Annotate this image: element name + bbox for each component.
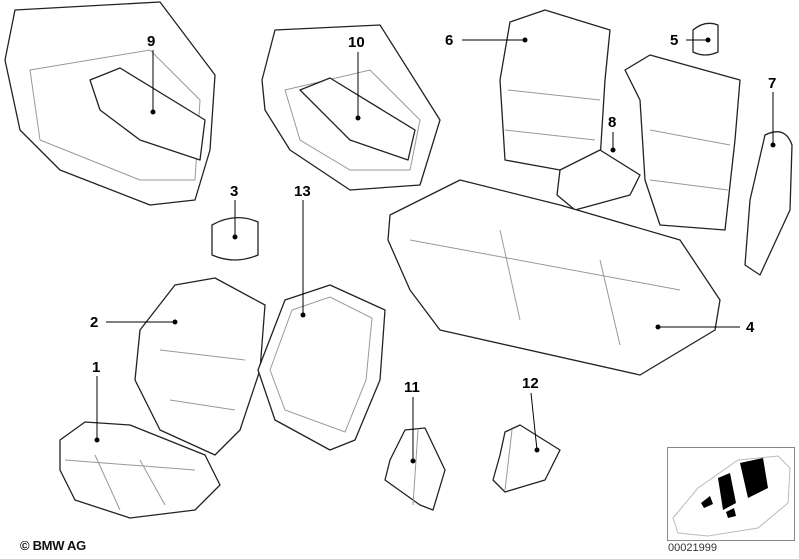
callout-11: 11 (404, 379, 420, 396)
car-outline-icon (672, 455, 791, 537)
part-rear-backrest-right[interactable] (624, 54, 741, 231)
vehicle-location-inset (667, 447, 795, 541)
callout-10: 10 (348, 34, 365, 51)
part-rear-headrest[interactable] (692, 22, 719, 56)
callout-3: 3 (230, 183, 238, 200)
copyright-text: © BMW AG (20, 538, 86, 553)
callout-5: 5 (670, 32, 678, 49)
callouts: 9 10 6 5 7 8 3 13 2 4 1 11 12 (90, 32, 776, 464)
callout-2: 2 (90, 314, 98, 331)
part-side-bolster[interactable] (744, 131, 793, 276)
callout-8: 8 (608, 114, 616, 131)
part-front-backrest-cover[interactable] (134, 277, 266, 456)
part-handbrake-boot[interactable] (492, 424, 561, 493)
callout-1: 1 (92, 359, 100, 376)
part-backrest-rear-panel[interactable] (257, 284, 386, 451)
part-rear-backrest-left[interactable] (499, 9, 611, 171)
part-front-seat-cushion[interactable] (59, 421, 221, 519)
callout-13: 13 (294, 183, 311, 200)
callout-4: 4 (746, 319, 755, 336)
diagram-code: 00021999 (668, 542, 717, 554)
part-front-door-trim[interactable] (4, 1, 216, 206)
callout-12: 12 (522, 375, 539, 392)
callout-6: 6 (445, 32, 453, 49)
part-rear-seat-cushion[interactable] (387, 179, 721, 376)
callout-9: 9 (147, 33, 155, 50)
part-armrest[interactable] (556, 149, 641, 211)
callout-7: 7 (768, 75, 776, 92)
part-gear-shift-boot[interactable] (384, 427, 446, 511)
